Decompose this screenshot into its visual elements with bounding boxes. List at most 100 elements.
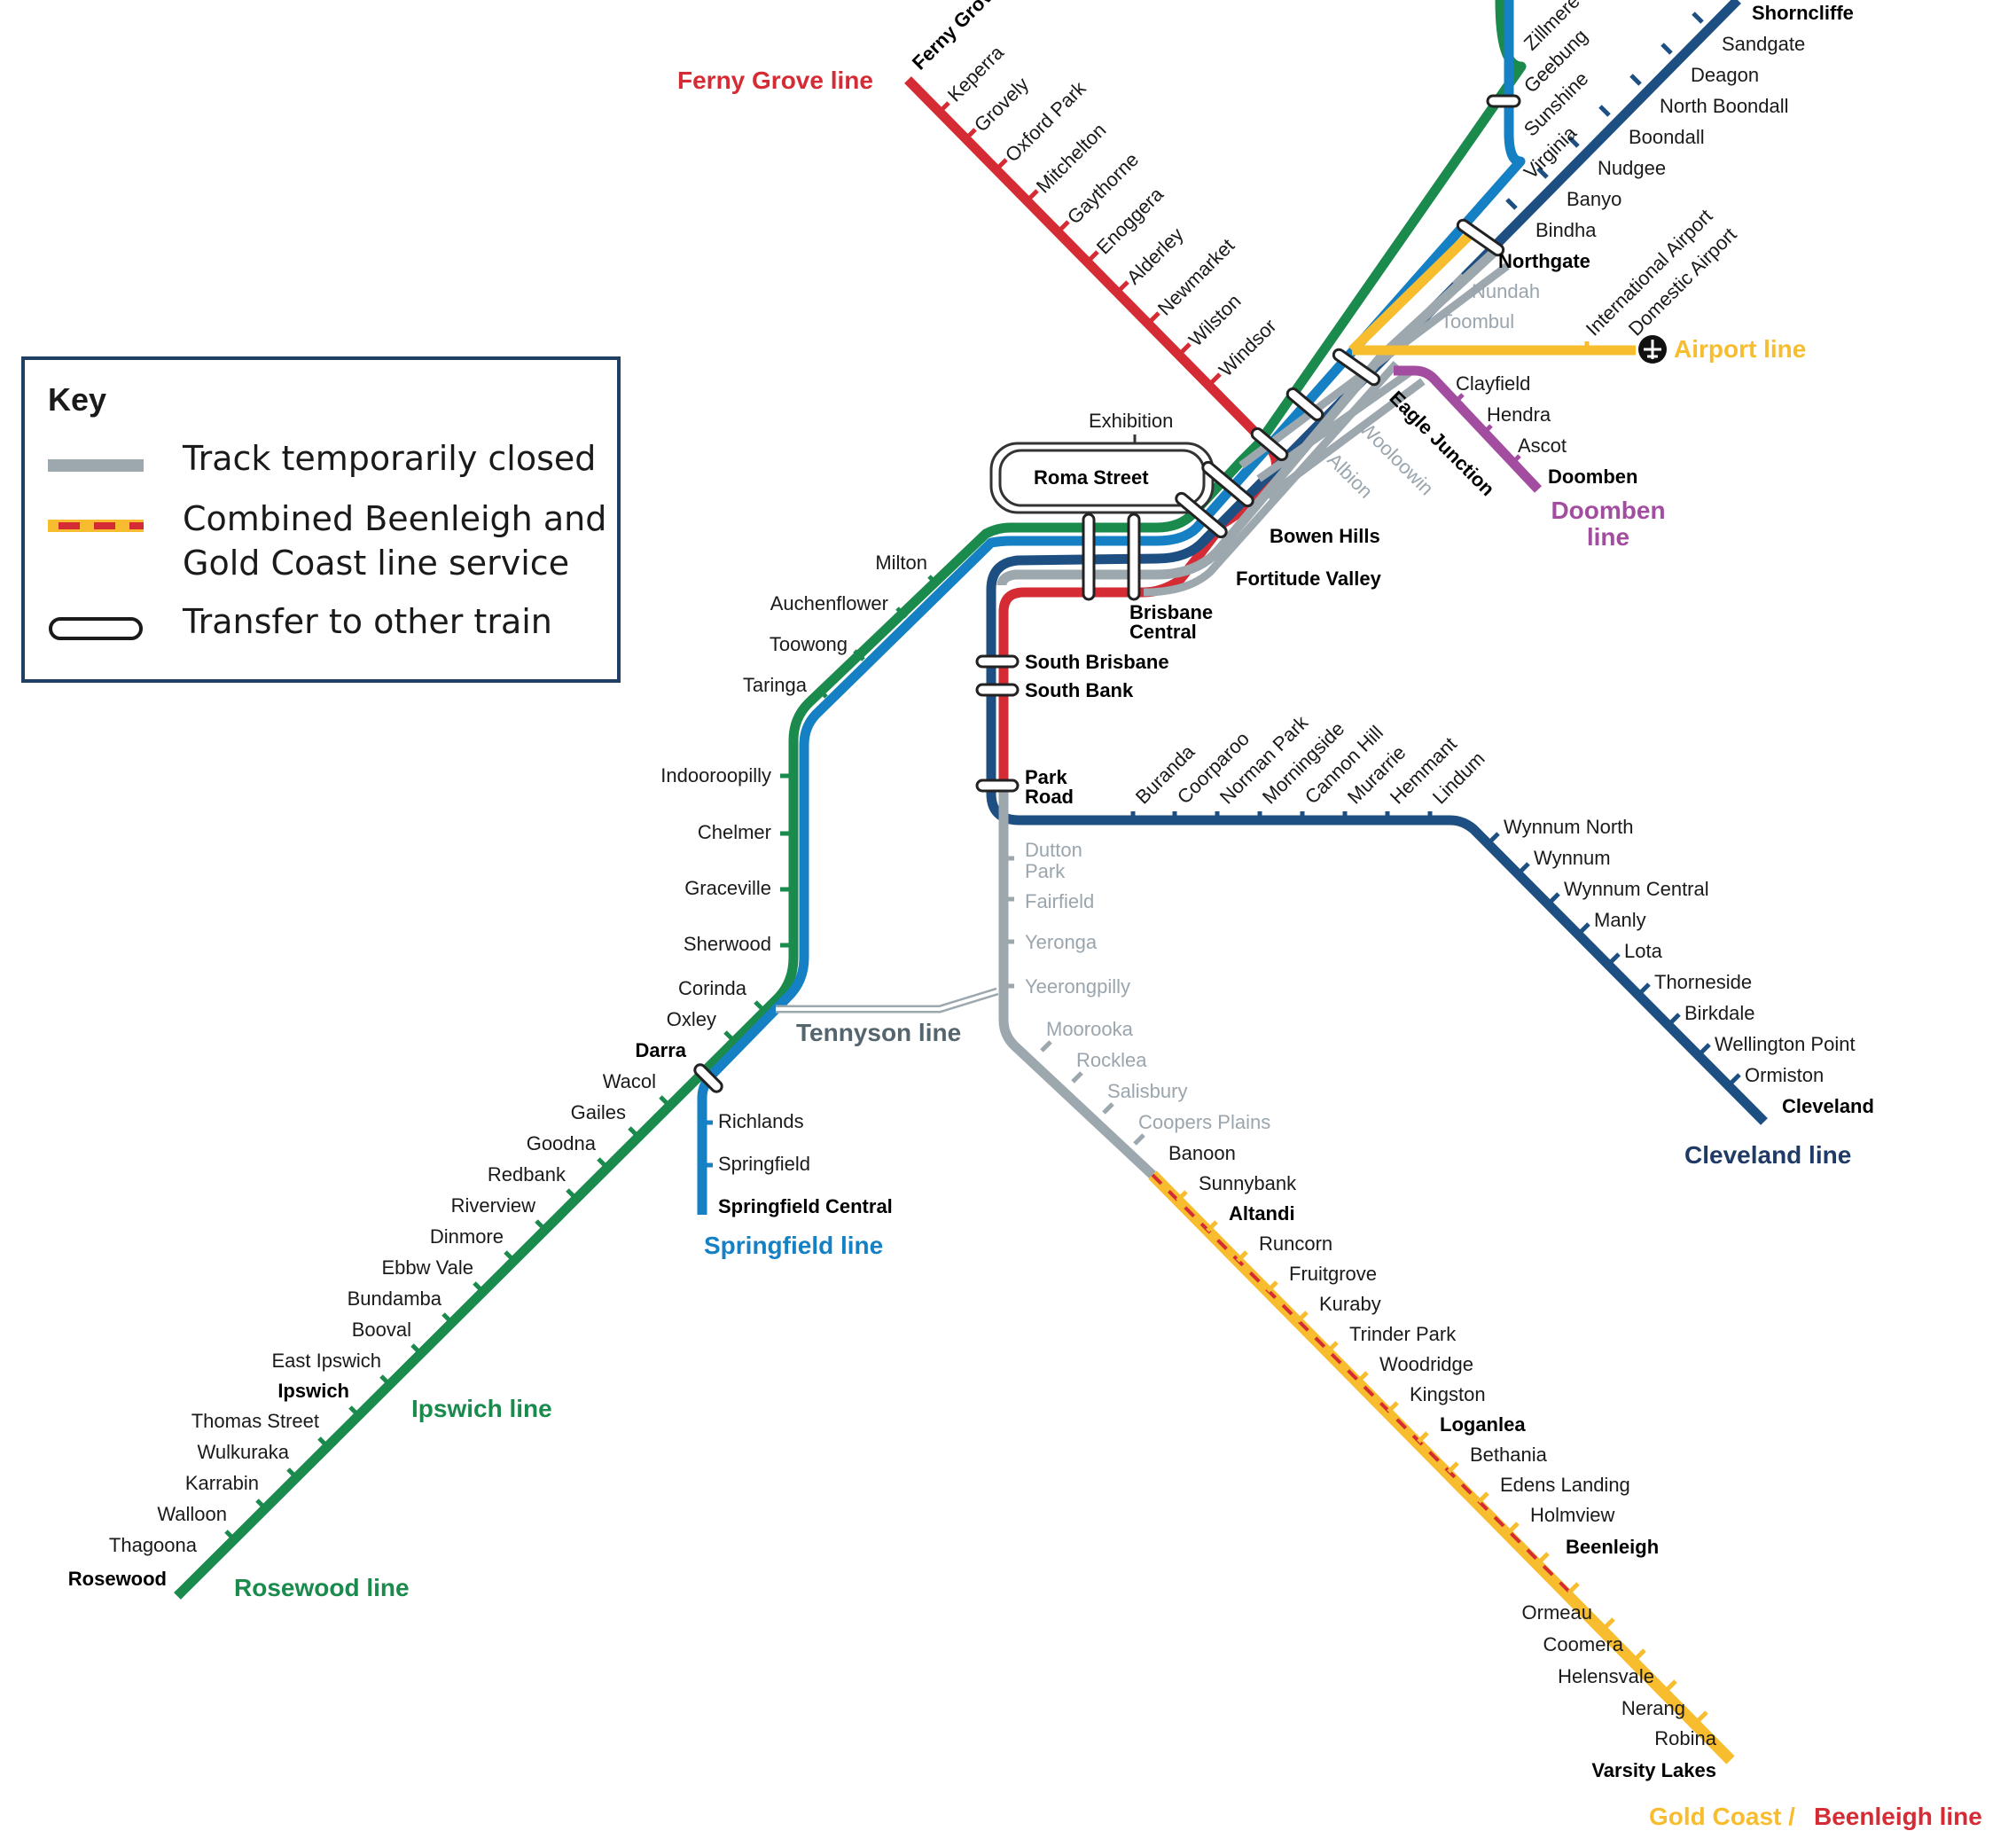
svg-text:Bethania: Bethania <box>1470 1444 1548 1466</box>
key-combined-label-2: Gold Coast line service <box>183 544 570 583</box>
svg-text:Trinder Park: Trinder Park <box>1349 1323 1457 1345</box>
goldcoast-stations: Banoon Sunnybank Altandi Runcorn Fruitgr… <box>1168 1142 1717 1781</box>
svg-text:Woodridge: Woodridge <box>1379 1353 1473 1375</box>
station-nudgee: Nudgee <box>1598 157 1666 179</box>
svg-text:Coopers Plains: Coopers Plains <box>1138 1111 1270 1133</box>
svg-text:Taringa: Taringa <box>743 674 808 696</box>
key-combined-swatch <box>48 520 144 532</box>
svg-text:Ormeau: Ormeau <box>1522 1601 1592 1624</box>
svg-text:Gailes: Gailes <box>571 1101 626 1123</box>
svg-text:Kingston: Kingston <box>1410 1383 1486 1405</box>
station-park-road-2: Road <box>1025 786 1074 808</box>
svg-text:Fairfield: Fairfield <box>1025 890 1094 912</box>
svg-text:Karrabin: Karrabin <box>185 1472 259 1494</box>
station-eagle-junction: Eagle Junction <box>1385 387 1498 500</box>
ipswich-track <box>174 0 1527 1600</box>
southern-closed-stations: Dutton Park Fairfield Yeronga Yeerongpil… <box>1025 839 1270 1133</box>
cleveland-inner-stations: Buranda Coorparoo Norman Park Morningsid… <box>1131 711 1489 809</box>
station-richlands: Richlands <box>718 1110 804 1132</box>
key-closed-swatch <box>48 459 144 472</box>
svg-text:Ipswich: Ipswich <box>277 1380 349 1402</box>
key-combined-label-1: Combined Beenleigh and <box>183 499 607 538</box>
svg-text:Walloon: Walloon <box>157 1503 227 1525</box>
svg-text:Oxley: Oxley <box>667 1008 716 1030</box>
svg-text:Cleveland: Cleveland <box>1782 1095 1874 1117</box>
ipswich-stations: Milton Auchenflower Toowong Taringa Indo… <box>68 552 927 1590</box>
svg-text:Wynnum: Wynnum <box>1534 847 1611 869</box>
station-doomben: Doomben <box>1548 466 1637 488</box>
beenleigh-dash <box>1151 1173 1571 1593</box>
tennyson-line-label: Tennyson line <box>796 1019 961 1046</box>
svg-text:Fruitgrove: Fruitgrove <box>1289 1263 1377 1285</box>
airport-line-label: Airport line <box>1674 335 1806 363</box>
svg-text:Thomas Street: Thomas Street <box>191 1410 319 1432</box>
station-brisbane-central-1: Brisbane <box>1129 601 1213 623</box>
svg-text:Helensvale: Helensvale <box>1558 1665 1654 1687</box>
station-bowen-hills: Bowen Hills <box>1270 525 1380 547</box>
cleveland-line-label: Cleveland line <box>1684 1141 1851 1169</box>
doomben-line-label-2: line <box>1587 523 1629 551</box>
svg-text:Dinmore: Dinmore <box>430 1225 504 1248</box>
svg-text:Goodna: Goodna <box>527 1132 597 1154</box>
key-transfer-label: Transfer to other train <box>183 602 552 641</box>
station-wilston: Wilston <box>1184 290 1246 351</box>
svg-text:Beenleigh: Beenleigh <box>1566 1536 1659 1558</box>
svg-text:Holmview: Holmview <box>1530 1504 1614 1526</box>
svg-text:Dutton: Dutton <box>1025 839 1082 861</box>
beenleigh-line-label: Beenleigh line <box>1814 1803 1982 1830</box>
svg-text:Runcorn: Runcorn <box>1259 1233 1332 1255</box>
svg-text:Yeronga: Yeronga <box>1025 931 1098 953</box>
springfield-line-label: Springfield line <box>704 1232 883 1259</box>
svg-text:Rocklea: Rocklea <box>1076 1049 1147 1071</box>
svg-text:Indooroopilly: Indooroopilly <box>660 764 771 786</box>
svg-text:Coomera: Coomera <box>1543 1633 1624 1655</box>
station-hendra: Hendra <box>1487 403 1551 426</box>
svg-text:Moorooka: Moorooka <box>1046 1018 1134 1040</box>
svg-text:Thorneside: Thorneside <box>1654 971 1752 993</box>
svg-text:Chelmer: Chelmer <box>698 821 771 843</box>
svg-text:Banoon: Banoon <box>1168 1142 1236 1164</box>
closed-track-1 <box>996 244 1502 1179</box>
closed-track-4 <box>1239 262 1510 469</box>
svg-text:East Ipswich: East Ipswich <box>272 1350 382 1372</box>
svg-text:Corinda: Corinda <box>678 977 747 999</box>
station-park-road-1: Park <box>1025 766 1067 788</box>
station-ticks <box>224 12 1741 1723</box>
svg-text:Park: Park <box>1025 860 1066 882</box>
key-title: Key <box>48 381 107 418</box>
svg-text:Auchenflower: Auchenflower <box>770 592 888 614</box>
svg-text:Milton: Milton <box>875 552 927 574</box>
rosewood-line-label: Rosewood line <box>234 1574 410 1601</box>
cleveland-outer-stations: Wynnum North Wynnum Wynnum Central Manly… <box>1504 816 1874 1117</box>
svg-text:Nerang: Nerang <box>1621 1697 1685 1719</box>
key-closed-label: Track temporarily closed <box>183 439 597 478</box>
station-ascot: Ascot <box>1518 434 1567 457</box>
doomben-line-label-1: Doomben <box>1551 497 1665 524</box>
svg-text:Kuraby: Kuraby <box>1319 1293 1381 1315</box>
svg-text:Birkdale: Birkdale <box>1684 1002 1754 1024</box>
station-roma-street[interactable]: Roma Street <box>1034 466 1149 489</box>
svg-text:Darra: Darra <box>636 1039 687 1061</box>
station-shorncliffe: Shorncliffe <box>1752 2 1854 24</box>
station-fortitude-valley: Fortitude Valley <box>1236 567 1382 590</box>
station-deagon: Deagon <box>1691 64 1759 86</box>
station-brisbane-central-2: Central <box>1129 621 1197 643</box>
svg-text:Ebbw Vale: Ebbw Vale <box>381 1256 473 1279</box>
svg-text:Graceville: Graceville <box>684 877 771 899</box>
station-albion: Albion <box>1323 449 1377 503</box>
ferny-stations: Ferny Grove Keperra Grovely Oxford Park … <box>908 0 1281 381</box>
svg-text:Ormiston: Ormiston <box>1745 1064 1824 1086</box>
svg-text:Wacol: Wacol <box>603 1070 656 1092</box>
station-banyo: Banyo <box>1567 188 1621 210</box>
svg-text:Wynnum Central: Wynnum Central <box>1564 878 1709 900</box>
svg-text:Booval: Booval <box>352 1319 411 1341</box>
station-springfield-central: Springfield Central <box>718 1195 893 1217</box>
closed-track-3 <box>1256 369 1426 500</box>
station-south-brisbane: South Brisbane <box>1025 651 1169 673</box>
station-boondall: Boondall <box>1629 126 1705 148</box>
svg-text:Wulkuraka: Wulkuraka <box>197 1441 289 1463</box>
svg-text:Yeerongpilly: Yeerongpilly <box>1025 975 1130 998</box>
goldcoast-line-label: Gold Coast / <box>1649 1803 1795 1830</box>
svg-text:Rosewood: Rosewood <box>68 1568 167 1590</box>
